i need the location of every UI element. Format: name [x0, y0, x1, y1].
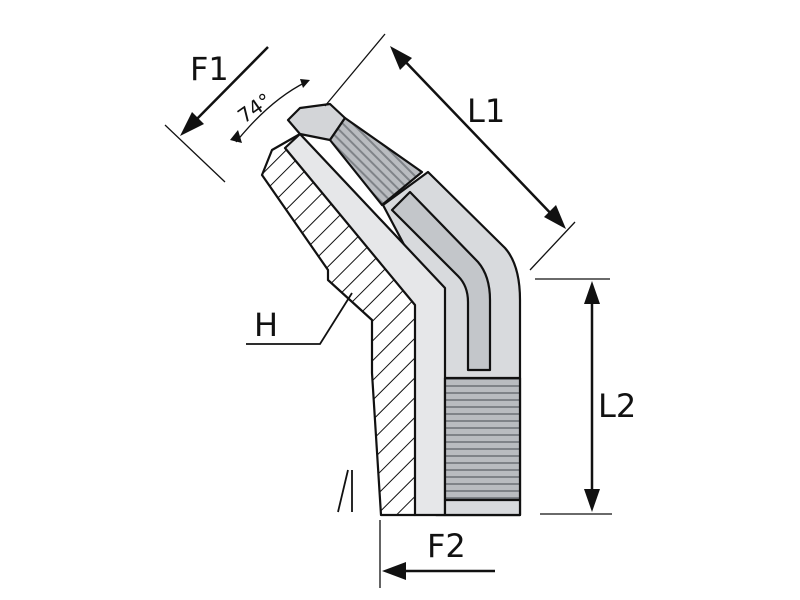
label-h: H	[254, 306, 278, 344]
label-f1: F1	[190, 50, 229, 88]
fitting-body	[260, 102, 522, 517]
label-f2: F2	[427, 527, 466, 565]
upper-thread	[328, 116, 424, 207]
label-l1: L1	[467, 92, 505, 130]
l1-arrow-line	[398, 54, 558, 221]
label-angle: 74°	[233, 88, 276, 128]
f1-arrow-line	[187, 46, 269, 129]
elbow-band	[390, 190, 492, 372]
lower-nose	[443, 498, 522, 517]
hatched-section	[260, 132, 438, 517]
dimensions	[164, 33, 612, 588]
lower-thread	[443, 376, 522, 502]
label-l2: L2	[598, 387, 636, 425]
h-leader	[246, 292, 353, 345]
